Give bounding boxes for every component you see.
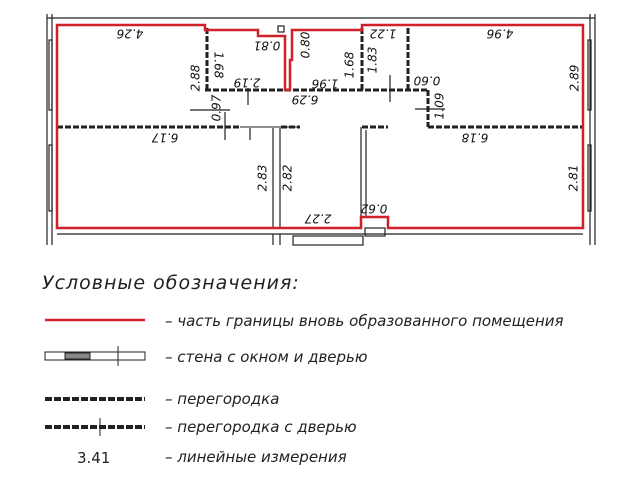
dim-0-81: 0.81	[254, 39, 281, 53]
dim-6-17: 6.17	[151, 131, 178, 145]
legend-item-dimension: – линейные измерения	[165, 448, 347, 466]
legend-dimension-sample: 3.41	[77, 449, 110, 467]
legend-item-boundary: – часть границы вновь образованного поме…	[165, 312, 564, 330]
legend-title: Условные обозначения:	[42, 272, 300, 294]
dim-1-83: 1.83	[366, 47, 380, 74]
dim-0-97: 0.97	[210, 94, 224, 121]
dim-6-29: 6.29	[292, 93, 319, 107]
dimension-labels: 4.26 0.81 1.68 2.88 2.19 0.80 1.96 1.68 …	[116, 27, 581, 226]
dim-2-83: 2.83	[256, 165, 270, 192]
dim-2-88: 2.88	[189, 64, 203, 91]
dim-1-68-a: 1.68	[212, 52, 226, 79]
corridor-walls	[190, 25, 445, 228]
dim-2-89: 2.89	[568, 65, 582, 92]
dim-0-80: 0.80	[299, 31, 313, 58]
outer-walls	[46, 14, 596, 246]
dim-4-26: 4.26	[116, 27, 143, 41]
legend-item-partition: – перегородка	[165, 390, 279, 408]
dim-2-82: 2.82	[281, 165, 295, 192]
legend-wall-sample	[44, 346, 146, 366]
dim-1-22: 1.22	[370, 27, 397, 41]
dim-2-19: 2.19	[234, 76, 261, 90]
dim-2-81: 2.81	[567, 165, 581, 192]
dim-1-09: 1.09	[433, 93, 447, 120]
legend-item-partition-door: – перегородка с дверью	[165, 418, 357, 436]
dim-2-27: 2.27	[304, 212, 331, 226]
legend-partition-door-sample	[45, 418, 145, 436]
legend: Условные обозначения: – часть границы вн…	[42, 272, 564, 467]
dim-1-68-b: 1.68	[343, 51, 357, 78]
dim-0-60: 0.60	[413, 74, 440, 88]
new-room-boundary	[55, 23, 585, 230]
legend-item-wall: – стена с окном и дверью	[165, 348, 368, 366]
dim-4-96: 4.96	[486, 27, 513, 41]
dim-1-96: 1.96	[311, 77, 338, 91]
dim-0-62: 0.62	[361, 202, 388, 216]
dim-6-18: 6.18	[461, 131, 488, 145]
